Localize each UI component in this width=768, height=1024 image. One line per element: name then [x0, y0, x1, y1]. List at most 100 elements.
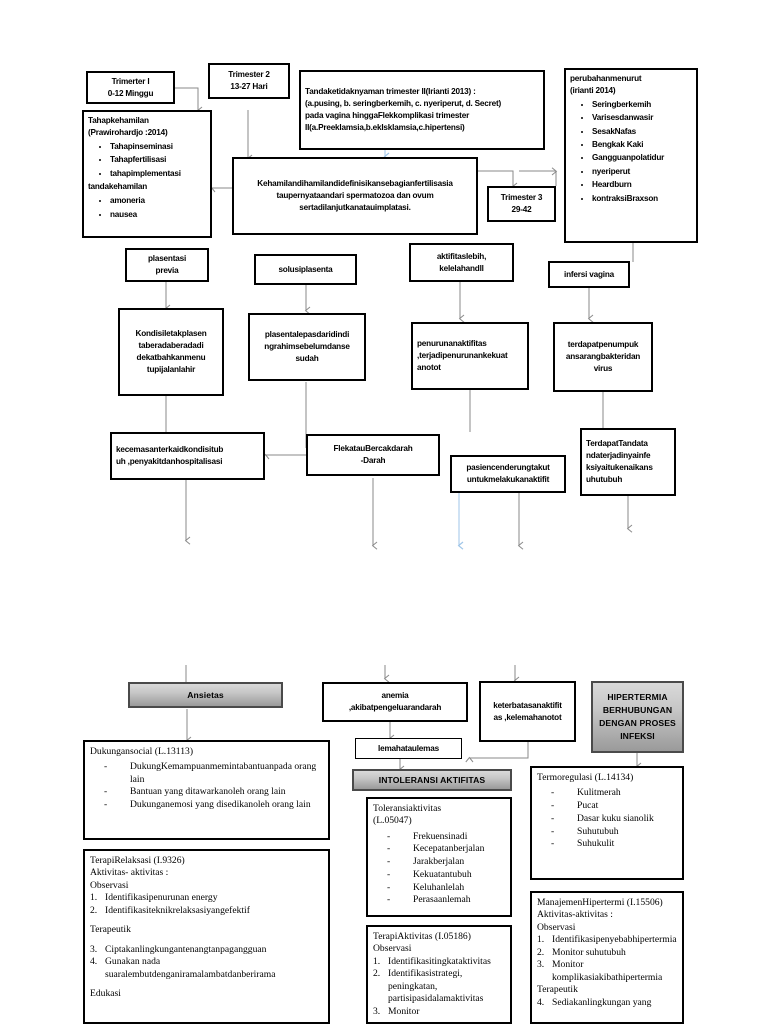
trimester-1-line1: Trimerter I	[111, 76, 150, 86]
node-lemah-lemas[interactable]: lemahataulemas	[355, 738, 462, 759]
terapi-relaksasi-terapeutik-list: 3.Ciptakanlingkungantenangtanpagangguan …	[90, 944, 323, 981]
list-item: Gangguanpolatidur	[592, 152, 692, 164]
list-item: tahapimplementasi	[110, 168, 206, 180]
aktifitas-lebih-line2: kelelahandll	[439, 263, 484, 273]
item-number: 1.	[90, 891, 98, 903]
terapi-aktivitas-title: TerapiAktivitas (I.05186)	[373, 931, 471, 942]
list-item: Pucat	[551, 800, 677, 813]
node-trimester-1[interactable]: Trimerter I 0-12 Minɡɡu	[86, 71, 175, 104]
node-infersi-vagina[interactable]: infersi vagina	[548, 261, 630, 288]
tahap-list-2: amoneria nausea	[88, 195, 206, 220]
ansietas-label: Ansietas	[187, 689, 224, 700]
card-toleransi-aktivitas[interactable]: Toleransiaktivitas (L.05047) Frekuensina…	[366, 797, 512, 917]
list-item: nyeriperut	[592, 166, 692, 178]
tahap-list-1: Tahapinseminasi Tahapfertilisasi tahapim…	[88, 141, 206, 180]
flek-line1: FlekatauBercakdarah	[333, 444, 413, 454]
node-solusi-plasenta[interactable]: solusiplasenta	[254, 254, 357, 285]
terapi-relaksasi-section-observasi: Observasi	[90, 879, 129, 891]
list-item: Perasaanlemah	[387, 894, 505, 907]
penurunan-line3: anotot	[417, 362, 441, 372]
node-terdapat-tanda-infeksi[interactable]: TerdapatTandata ndaterjadinyainfe ksiyai…	[580, 428, 676, 496]
node-intoleransi-aktifitas[interactable]: INTOLERANSI AKTIFITAS	[352, 769, 512, 791]
item-text: Identifikasiteknikrelaksasiyangefektif	[105, 904, 250, 916]
tanda-line4: II(a.Preeklamsia,b.ekIsklamsia,c.hiperte…	[305, 122, 465, 132]
item-text: Identifikasistrategi, peningkatan, parti…	[388, 968, 484, 1004]
node-pasien-takut[interactable]: pasiencenderungtakut untukmelakukanaktif…	[450, 455, 566, 493]
item-text: Ciptakanlingkungantenangtanpagangguan	[105, 943, 267, 955]
hipertermia-line1: HIPERTERMIA	[607, 692, 668, 703]
node-perubahan-menurut[interactable]: perubahanmenurut (irianti 2014) Seringbe…	[564, 68, 698, 243]
list-item: Keluhanlelah	[387, 882, 505, 895]
tanda-line1: Tandaketidaknyaman trimester II(Irianti …	[305, 87, 476, 97]
node-tanda-tidak-nyaman[interactable]: Tandaketidaknyaman trimester II(Irianti …	[299, 70, 545, 150]
node-plasentasi-previa[interactable]: plasentasi previa	[125, 248, 209, 282]
node-ansietas[interactable]: Ansietas	[128, 682, 283, 708]
plasenta-lepas-line2: ngrahimsebelumdanse	[264, 342, 350, 352]
list-item: 1.Identifikasitingkataktivitas	[373, 956, 505, 968]
node-hipertermia[interactable]: HIPERTERMIA BERHUBUNGAN DENGAN PROSES IN…	[591, 681, 684, 753]
node-tahap-kehamilan[interactable]: Tahapkehamilan (Prawirohardjo :2014) Tah…	[82, 110, 212, 238]
node-kecemasan[interactable]: kecemasanterkaidkondisitub uh ,penyakitd…	[110, 432, 265, 480]
manajemen-hipertermi-terapeutik-list: 4. Sediakanlingkungan yang	[537, 997, 677, 1009]
card-manajemen-hipertermi[interactable]: ManajemenHipertermi (I.15506) Aktivitas-…	[530, 891, 684, 1024]
list-item: DukungKemampuanmemintabantuanpada orang …	[104, 761, 323, 786]
node-flek-bercak-darah[interactable]: FlekatauBercakdarah -Darah	[306, 434, 440, 476]
list-item: 3.Monitor komplikasiakibathipertermia	[537, 959, 677, 984]
item-number: 3.	[373, 1005, 381, 1017]
hipertermia-line3: DENGAN PROSES	[599, 718, 676, 728]
perubahan-list: Seringberkemih Varisesdanwasir SesakNafa…	[570, 99, 692, 205]
spacer	[90, 917, 323, 924]
item-text: Identifikasipenurunan energy	[105, 891, 218, 903]
list-item: Jarakberjalan	[387, 856, 505, 869]
list-item: Dukunganemosi yang disedikanoleh orang l…	[104, 799, 323, 812]
dukungan-social-title: Dukungansocial (L.13113)	[90, 746, 194, 757]
node-anemia[interactable]: anemia ,akibatpengeluarandarah	[322, 682, 468, 722]
item-number: 2.	[537, 946, 545, 958]
terapi-relaksasi-section-edukasi: Edukasi	[90, 988, 121, 1000]
termoregulasi-list: Kulitmerah Pucat Dasar kuku sianolik Suh…	[537, 787, 677, 851]
plasenta-lepas-line1: plasentalepasdaridindi	[264, 330, 350, 340]
node-trimester-2[interactable]: Trimester 2 13-27 Hari	[208, 63, 290, 99]
item-number: 3.	[537, 959, 545, 971]
node-terdapat-penumpukan[interactable]: terdapatpenumpuk ansarangbakteridan viru…	[553, 322, 653, 392]
item-text: Sediakanlingkungan yang	[552, 996, 652, 1008]
node-plasenta-lepas[interactable]: plasentalepasdaridindi ngrahimsebelumdan…	[248, 313, 366, 381]
list-item: 3.Monitor	[373, 1006, 505, 1018]
card-dukungan-social[interactable]: Dukungansocial (L.13113) DukungKemampuan…	[83, 740, 330, 840]
node-trimester-3[interactable]: Trimester 3 29-42	[487, 186, 556, 222]
list-item: SesakNafas	[592, 126, 692, 138]
item-number: 4.	[537, 996, 545, 1008]
terapi-relaksasi-section-terapeutik: Terapeutik	[90, 924, 131, 936]
trimester-2-line2: 13-27 Hari	[230, 82, 268, 91]
kecemasan-line2: uh ,penyakitdanhospitalisasi	[116, 457, 223, 466]
plasentasi-line2: previa	[155, 266, 179, 275]
node-keterbatasan-aktifitas[interactable]: keterbatasanaktifit as ,kelemahanotot	[479, 681, 576, 742]
card-terapi-aktivitas[interactable]: TerapiAktivitas (I.05186) Observasi 1.Id…	[366, 925, 512, 1024]
node-kondisi-letak-plasenta[interactable]: Kondisiletakplasen taberadaberadadi deka…	[118, 308, 224, 396]
list-item: Bengkak Kaki	[592, 139, 692, 151]
item-text: Identifikasitingkataktivitas	[388, 955, 491, 967]
hipertermia-line4: INFEKSI	[620, 730, 655, 741]
tahap-line2: (Prawirohardjo :2014)	[88, 127, 168, 137]
list-item: amoneria	[110, 195, 206, 207]
trimester-3-line1: Trimester 3	[500, 193, 543, 203]
kondisi-line4: tupijalanlahir	[146, 364, 196, 374]
perubahan-line1: perubahanmenurut	[570, 74, 642, 83]
list-item: nausea	[110, 209, 206, 221]
node-penurunan-aktifitas[interactable]: penurunanaktifitas ,terjadipenurunankeku…	[411, 322, 529, 390]
definisi-line2: taupernyataandari spermatozoa dan ovum	[276, 191, 434, 201]
node-aktifitas-lebih[interactable]: aktifitaslebih, kelelahandll	[409, 243, 514, 282]
list-item: 1. Identifikasipenurunan energy	[90, 892, 323, 904]
list-item: Frekuensinadi	[387, 831, 505, 844]
node-definisi-kehamilan[interactable]: Kehamilandihamilandidefinisikansebagianf…	[232, 157, 478, 235]
card-terapi-relaksasi[interactable]: TerapiRelaksasi (I.9326) Aktivitas- akti…	[83, 849, 330, 1024]
trimester-2-line1: Trimester 2	[228, 70, 270, 80]
hipertermia-line2: BERHUBUNGAN	[602, 705, 673, 716]
lemah-lemas-label: lemahataulemas	[378, 743, 439, 753]
list-item: 1.Identifikasipenyebabhipertermia	[537, 934, 677, 946]
tanda-line2: (a.pusing, b. seringberkemih, c. nyeripe…	[305, 99, 502, 109]
anemia-line1: anemia	[381, 691, 409, 701]
terapi-aktivitas-section-observasi: Observasi	[373, 943, 412, 955]
plasenta-lepas-line3: sudah	[295, 353, 319, 363]
card-termoregulasi[interactable]: Termoregulasi (L.14134) Kulitmerah Pucat…	[530, 766, 684, 880]
